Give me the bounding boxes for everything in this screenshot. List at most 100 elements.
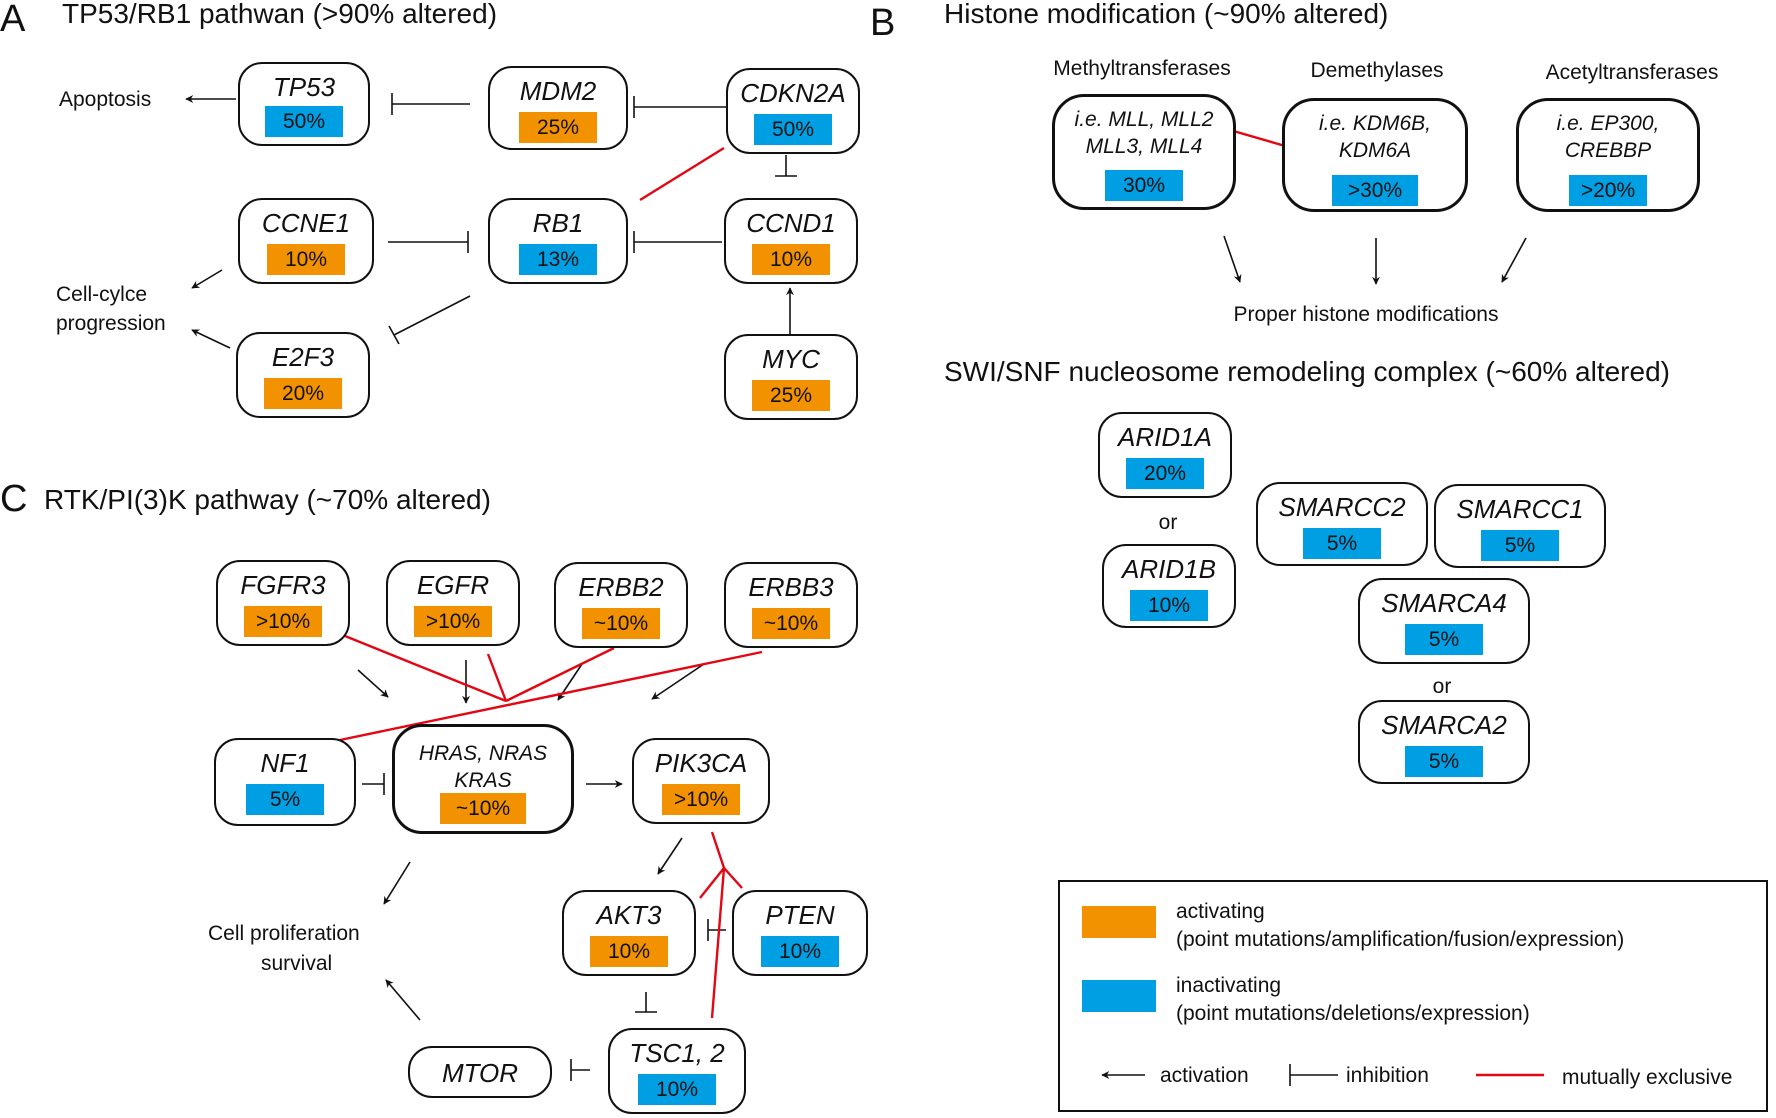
node-erbb3: ERBB3 ~10% [724,562,858,648]
legend-activation-label: activation [1160,1064,1249,1087]
gene-name: SMARCC2 [1278,492,1406,522]
node-pten: PTEN 10% [732,890,868,976]
gene-name: ERBB2 [578,572,664,602]
gene-name: CCND1 [746,208,836,238]
node-tp53: TP53 50% [238,62,370,146]
mutex-pik3ca [710,831,726,869]
alteration-pct: 10% [267,244,345,275]
mutex-erbb2 [505,646,615,703]
gene-name-line-2: KRAS [454,769,512,792]
mutex-cdkn2a-rb1 [639,146,725,202]
gene-name: PIK3CA [654,748,748,778]
arrow-fgfr3-ras [357,669,389,698]
node-ccne1: CCNE1 10% [238,198,374,284]
cell-cycle-label-2: progression [56,312,166,335]
gene-name: E2F3 [271,342,335,372]
inhibit-rb1-e2f3-bar [388,325,400,345]
node-tsc: TSC1, 2 10% [608,1028,746,1114]
gene-name: TP53 [272,72,336,102]
gene-list-line-2: KDM6A [1338,139,1412,162]
arrow-mtor-prolif [385,979,421,1021]
gene-name: RB1 [532,208,584,238]
cell-cycle-label-1: Cell-cylce [56,283,148,306]
arrow-pik3ca-akt3 [657,837,683,875]
panel-letter-c: C [0,478,28,520]
gene-list-line-1: i.e. EP300, [1556,112,1660,135]
gene-name: CCNE1 [261,208,351,238]
swi-snf-title: SWI/SNF nucleosome remodeling complex (~… [944,356,1670,387]
legend-activating-label: activating [1176,900,1265,923]
gene-name: MDM2 [519,76,597,106]
node-smarca4: SMARCA4 5% [1358,578,1530,664]
alteration-pct: 5% [1405,746,1483,777]
node-acetyltransferases: i.e. EP300, CREBBP >20% [1516,98,1700,212]
legend-inactivating-swatch [1082,980,1156,1012]
mutex-akt3 [699,867,725,899]
node-ras: HRAS, NRAS KRAS ~10% [392,724,574,834]
alteration-pct: 13% [519,244,597,275]
gene-name: TSC1, 2 [629,1038,725,1068]
gene-name: FGFR3 [240,570,326,600]
alteration-pct: ~10% [440,793,526,824]
alteration-pct: 25% [752,380,830,411]
panelB-edges [1223,235,1527,285]
legend-activating-detail: (point mutations/amplification/fusion/ex… [1176,928,1625,951]
gene-name: AKT3 [596,900,662,930]
node-e2f3: E2F3 20% [236,332,370,418]
alteration-pct: ~10% [752,608,830,639]
mutex-fgfr3 [339,632,507,703]
legend-activating-swatch [1082,906,1156,938]
node-mdm2: MDM2 25% [488,66,628,150]
node-smarca2: SMARCA2 5% [1358,700,1530,784]
node-pik3ca: PIK3CA >10% [632,738,770,824]
alteration-pct: 10% [590,936,668,967]
gene-name: SMARCA4 [1381,588,1507,618]
cell-proliferation-label-2: survival [261,952,333,975]
gene-list-line-1: i.e. MLL, MLL2 [1074,108,1214,131]
node-demethylases: i.e. KDM6B, KDM6A >30% [1282,98,1468,212]
alteration-pct: 20% [1126,458,1204,489]
node-smarcc1: SMARCC1 5% [1434,484,1606,568]
node-cdkn2a: CDKN2A 50% [726,68,860,154]
node-methyltransferases: i.e. MLL, MLL2 MLL3, MLL4 30% [1052,94,1236,210]
panel-b-title: Histone modification (~90% altered) [944,0,1389,29]
arrow-acetyl-proper [1501,237,1527,283]
alteration-pct: >10% [414,606,492,637]
gene-name: EGFR [416,570,490,600]
alteration-pct: 5% [1303,528,1381,559]
gene-name-line-1: HRAS, NRAS [418,742,548,765]
panel-letter-b: B [870,2,896,44]
arrow-ras-prolif [383,861,411,905]
gene-name: PTEN [765,900,835,930]
panel-a-title: TP53/RB1 pathwan (>90% altered) [62,0,498,29]
alteration-pct: >10% [662,784,740,815]
alteration-pct: >20% [1569,175,1647,206]
alteration-pct: 5% [1405,624,1483,655]
gene-name: ERBB3 [748,572,834,602]
legend-inhibition-label: inhibition [1346,1064,1429,1087]
node-ccnd1: CCND1 10% [724,198,858,284]
arrow-erbb3-ras [651,663,705,700]
alteration-pct: 10% [761,936,839,967]
cell-proliferation-label-1: Cell proliferation [208,922,360,945]
alteration-pct: 10% [1130,590,1208,621]
node-egfr: EGFR >10% [386,560,520,646]
inhibit-rb1-e2f3 [393,295,471,336]
mutex-pten [723,867,743,889]
node-erbb2: ERBB2 ~10% [554,562,688,648]
gene-list-line-1: i.e. KDM6B, [1318,112,1432,135]
gene-name: ARID1A [1118,422,1212,452]
or-label-2: or [1432,675,1452,698]
arrow-ccne1-cellcycle [191,269,223,289]
node-fgfr3: FGFR3 >10% [216,560,350,646]
apoptosis-label: Apoptosis [59,88,152,111]
alteration-pct: 20% [264,378,342,409]
node-mtor: MTOR [408,1046,552,1098]
legend-inactivating-label: inactivating [1176,974,1282,997]
legend-inactivating-detail: (point mutations/deletions/expression) [1176,1002,1530,1025]
alteration-pct: 30% [1105,170,1183,201]
alteration-pct: >30% [1332,175,1418,206]
proper-histone-label: Proper histone modifications [1233,303,1499,326]
mutex-tsc [710,867,726,1019]
gene-list-line-2: CREBBP [1564,139,1652,162]
